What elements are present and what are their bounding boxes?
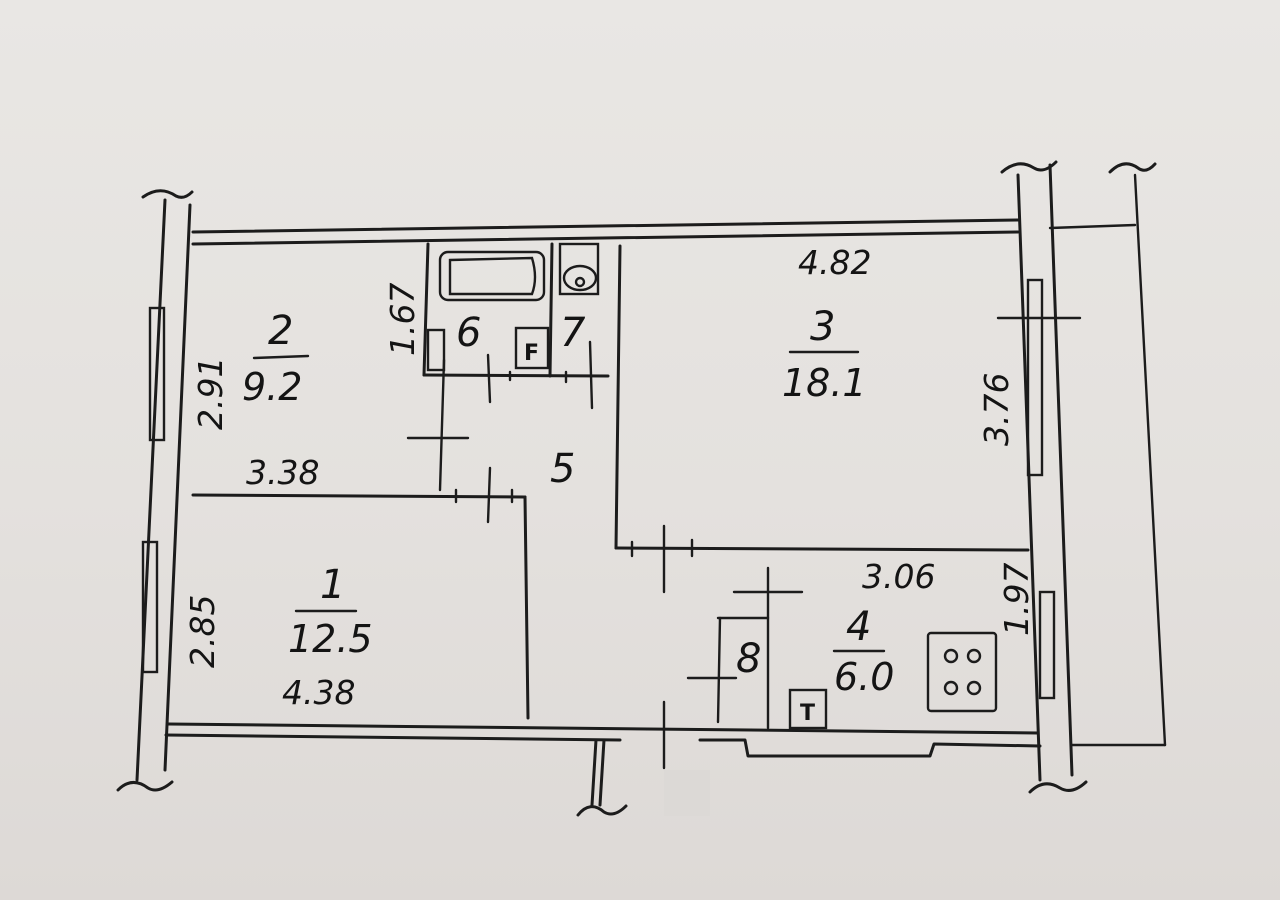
room-3-area: 18.1 <box>782 361 867 405</box>
bathtub-icon <box>438 250 546 302</box>
room-1-number: 1 <box>320 562 345 608</box>
room-1-area: 12.5 <box>288 617 373 661</box>
dim-room2-width: 3.38 <box>246 453 319 492</box>
room-labels: 1 12.5 2 9.2 3 18.1 4 6.0 5 6 7 8 <box>242 304 894 699</box>
room-4-number: 4 <box>846 604 871 650</box>
dimension-labels: 4.38 2.85 3.38 2.91 1.67 4.82 3.76 3.06 … <box>183 243 1036 712</box>
room-7-number: 7 <box>560 310 586 356</box>
heater-box: F <box>514 326 550 370</box>
room-6-number: 6 <box>456 310 481 356</box>
blank-patch <box>664 770 710 816</box>
dim-room3-width: 4.82 <box>798 243 871 282</box>
toilet-icon <box>558 242 600 296</box>
dim-room1-height: 2.85 <box>183 595 222 668</box>
room-8-number: 8 <box>736 636 761 682</box>
dim-kitchen-height: 1.97 <box>997 563 1036 636</box>
sink-fixture <box>426 328 446 372</box>
stove-icon <box>926 631 998 713</box>
room-3-number: 3 <box>810 304 835 350</box>
tap-symbol: T <box>800 701 815 726</box>
dim-bath-height: 1.67 <box>383 283 422 356</box>
windows <box>141 278 1082 700</box>
room-2-area: 9.2 <box>242 365 302 409</box>
room-4-area: 6.0 <box>834 655 894 699</box>
interior-walls <box>191 242 1030 730</box>
dim-room3-height: 3.76 <box>977 373 1016 446</box>
room-5-number: 5 <box>550 446 575 492</box>
room-2-number: 2 <box>268 308 293 354</box>
dim-kitchen-width: 3.06 <box>862 557 935 596</box>
heater-symbol: F <box>524 341 539 366</box>
fraction-bars <box>252 350 886 653</box>
outer-walls <box>116 160 1167 817</box>
dim-room1-width: 4.38 <box>282 673 355 712</box>
tap-box: T <box>788 688 828 730</box>
doors <box>406 340 804 770</box>
dim-room2-height: 2.91 <box>191 357 230 430</box>
